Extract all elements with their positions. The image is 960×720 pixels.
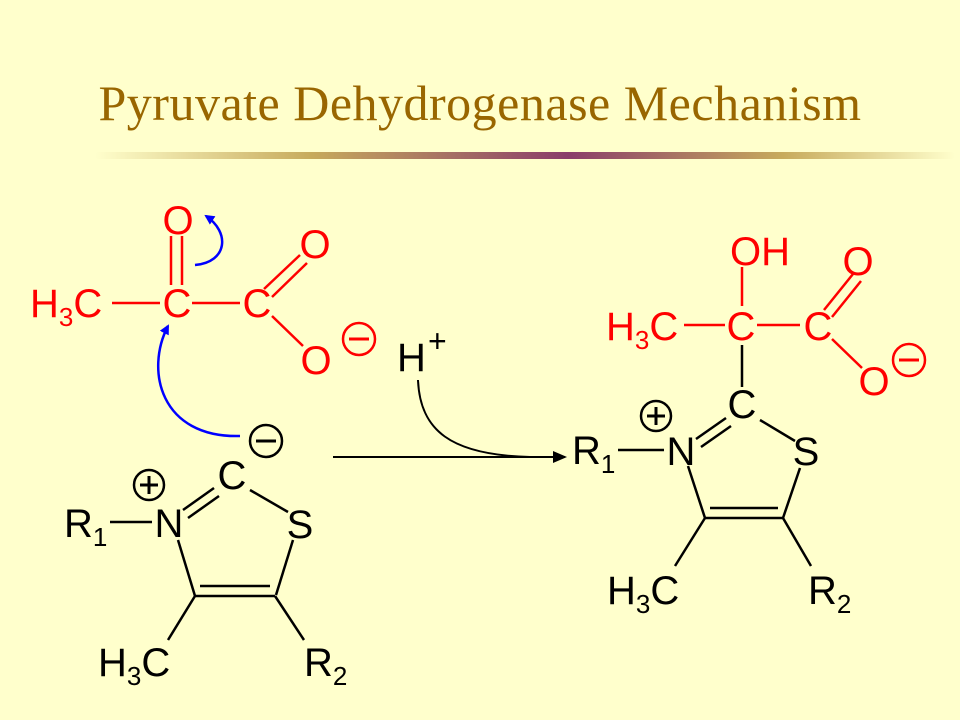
adduct-r1: R1 xyxy=(572,429,615,479)
ring-s-c-bond xyxy=(274,539,295,596)
methyl-bond xyxy=(166,595,197,641)
ylide-r2: R2 xyxy=(304,641,347,691)
pyruvate-carboxyl-double-bond-b xyxy=(271,262,308,298)
pyruvate-methyl: H3C xyxy=(30,282,102,332)
ring-c-n-double-bond-a xyxy=(182,486,215,512)
adduct-carboxyl-double-bond-a xyxy=(823,273,854,311)
adduct-o-top: O xyxy=(842,240,873,284)
adduct-ring-s-c-bond xyxy=(781,467,802,519)
proton-charge: + xyxy=(428,323,447,359)
ring-n-c-bond xyxy=(176,539,197,597)
proton-h: H xyxy=(397,336,426,380)
adduct-c-center: C xyxy=(727,305,756,349)
adduct-o-minus: O xyxy=(858,360,889,404)
r2-bond xyxy=(273,595,306,641)
adduct-n: N xyxy=(667,430,696,474)
carbonyl-pi-arrow xyxy=(194,214,224,267)
ylide-carbanion-charge xyxy=(248,423,284,459)
ylide-n: N xyxy=(155,502,184,546)
ylide-methyl: H3C xyxy=(98,641,170,691)
pyruvate-charge xyxy=(341,321,377,357)
title-divider xyxy=(95,152,955,159)
adduct-ring-c-s-bond xyxy=(759,418,796,443)
adduct-ring-c-n-double-bond-a xyxy=(695,416,727,441)
pyruvate-c-carbonyl: C xyxy=(163,282,192,326)
pyruvate-carboxylate-bond xyxy=(271,315,304,347)
adduct-s: S xyxy=(793,430,820,474)
adduct-r2: R2 xyxy=(808,569,851,619)
adduct-thiazolium: C N S R1 H3C R2 xyxy=(572,345,851,619)
adduct-c-carboxyl: C xyxy=(804,305,833,349)
ylide-r1: R1 xyxy=(64,502,107,552)
ring-c-n-double-bond-b xyxy=(187,494,220,520)
pyruvate-carboxyl-double-bond-a xyxy=(263,254,301,290)
adduct-carboxylate-charge xyxy=(891,342,927,378)
adduct-ring-c-n-double-bond-b xyxy=(700,424,732,449)
adduct-r2-bond xyxy=(781,517,813,567)
ylide-carbanion-c: C xyxy=(218,454,247,498)
proton: H + xyxy=(397,323,447,380)
ring-c-s-bond xyxy=(249,488,289,514)
pyruvate-c-carboxyl: C xyxy=(243,282,272,326)
pyruvate-o-right: O xyxy=(299,223,330,267)
adduct-methyl: H3C xyxy=(606,305,678,355)
adduct-substrate: OH O C C O H3C xyxy=(606,230,927,404)
pyruvate-o-minus: O xyxy=(300,339,331,383)
adduct-ring-c: C xyxy=(728,383,757,427)
adduct-oh: OH xyxy=(730,230,790,274)
pyruvate: O O C C O H3C xyxy=(30,199,377,383)
adduct-methyl-bond xyxy=(673,517,707,567)
adduct-ring-methyl: H3C xyxy=(607,569,679,619)
ylide-n-charge xyxy=(132,468,166,502)
nucleophilic-attack-arrow xyxy=(156,324,241,438)
ylide-s: S xyxy=(287,503,314,547)
adduct-carboxylate-bond xyxy=(831,338,863,369)
adduct-n-charge xyxy=(639,399,673,433)
adduct-carboxyl-double-bond-b xyxy=(831,280,862,318)
thiamine-ylide: C N S R1 H3C R2 xyxy=(64,423,347,691)
proton-transfer-arrow xyxy=(417,379,531,458)
pyruvate-o-top: O xyxy=(162,199,193,243)
adduct-ring-n-c-bond xyxy=(686,465,707,519)
slide-title: Pyruvate Dehydrogenase Mechanism xyxy=(98,75,862,131)
